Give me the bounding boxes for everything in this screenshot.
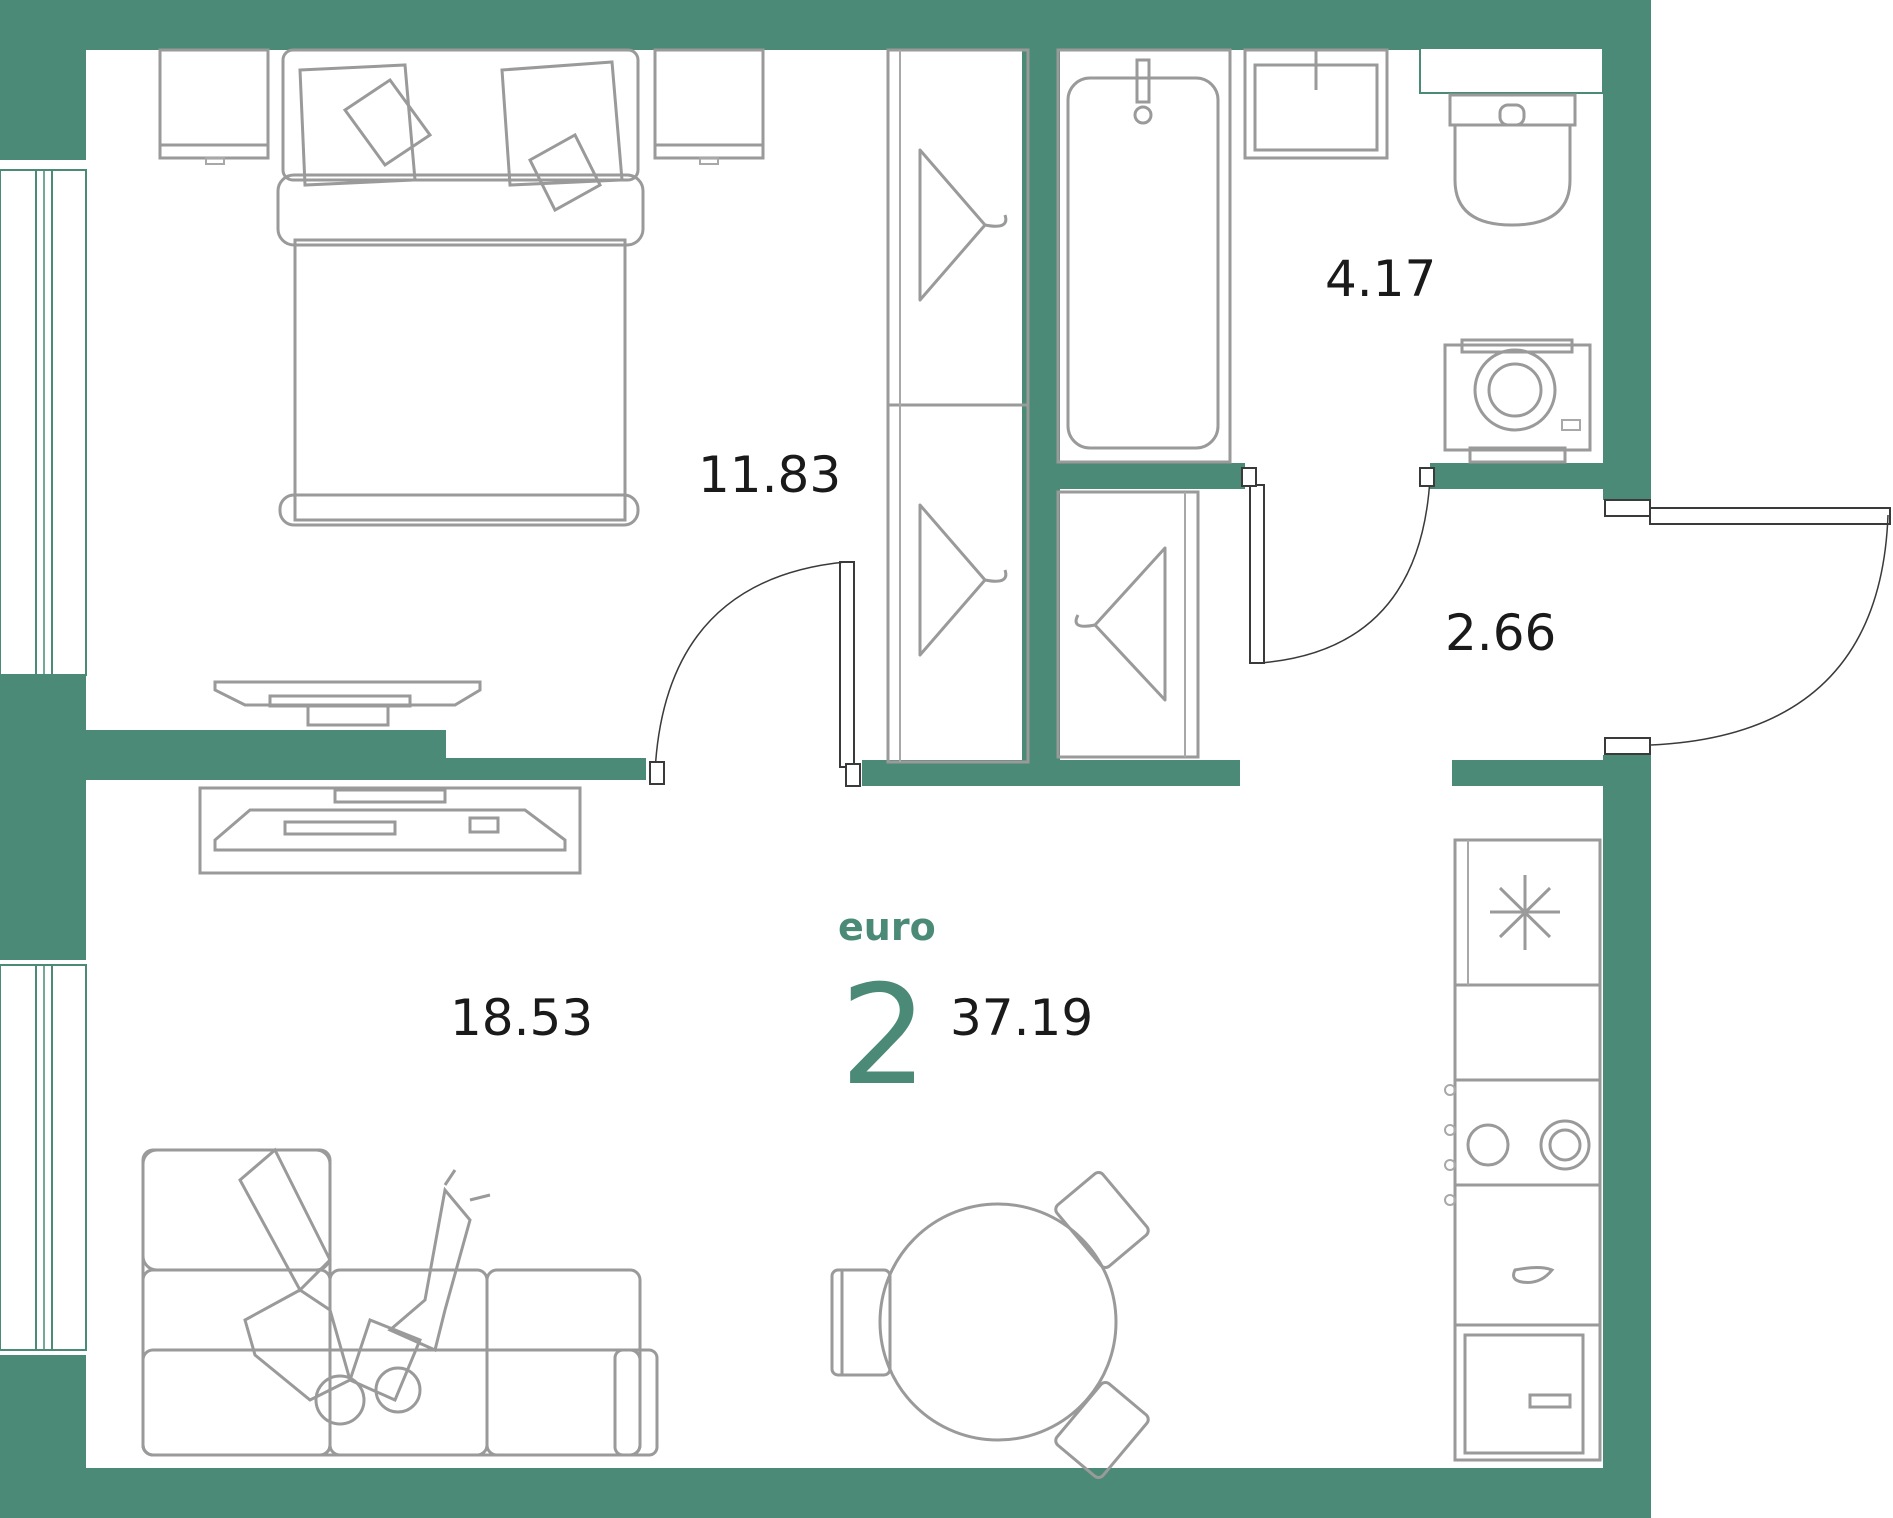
stove [1444, 1084, 1591, 1206]
bed [276, 48, 645, 527]
bedroom-area: 11.83 [698, 446, 841, 504]
kitchen-counter [1453, 838, 1602, 1462]
wardrobe-bedroom [886, 48, 1030, 764]
oven [1463, 1333, 1585, 1455]
total-area: 37.19 [950, 989, 1093, 1047]
living-tv [198, 786, 582, 875]
room-count: 2 [840, 955, 928, 1116]
windows [0, 47, 1604, 1351]
bathroom-area: 4.17 [1325, 250, 1436, 308]
unit-type-label: euro [838, 905, 936, 949]
bathtub [1056, 48, 1232, 464]
washing-machine [1443, 338, 1592, 464]
bedroom-tv [213, 680, 482, 727]
hall-area: 2.66 [1445, 604, 1556, 662]
snowflake-icon [1490, 875, 1560, 950]
sofa [141, 1148, 659, 1457]
people-on-sofa [238, 1147, 491, 1426]
sink [1243, 48, 1389, 160]
water-drop-icon [1512, 1266, 1555, 1284]
dining-table [830, 1171, 1150, 1479]
walls [0, 0, 1651, 1518]
living-kitchen-area: 18.53 [450, 989, 593, 1047]
toilet [1448, 93, 1577, 227]
doors [649, 467, 1891, 787]
nightstands [158, 48, 765, 165]
wardrobe-hall [1056, 490, 1200, 759]
